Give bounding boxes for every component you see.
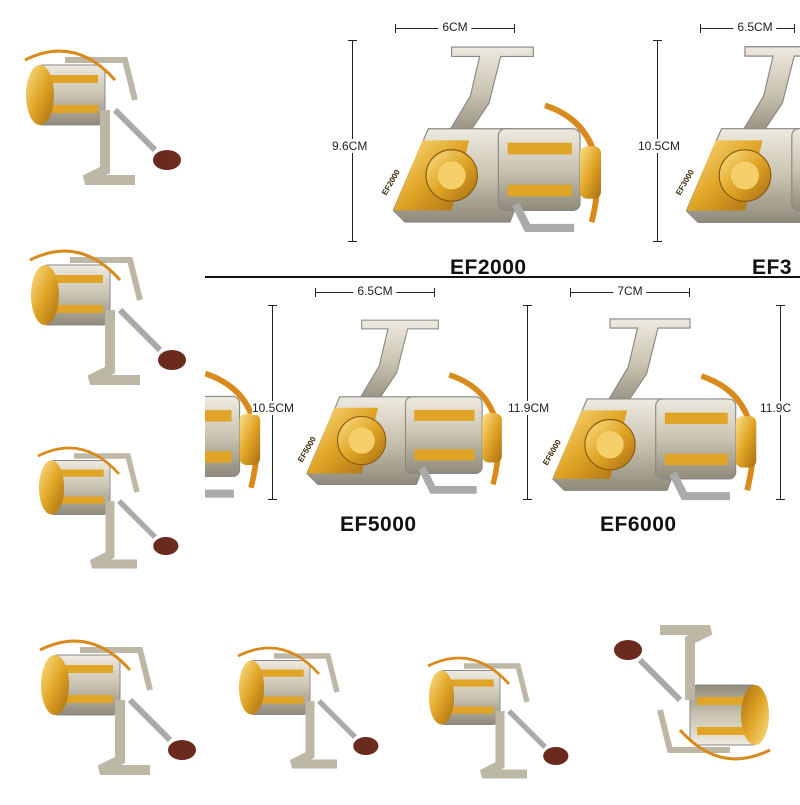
height-label: 11.9C — [760, 401, 792, 415]
width-dimension: 6.5CM — [700, 20, 795, 34]
height-label: 9.6CM — [332, 139, 368, 153]
width-label: 6CM — [438, 20, 472, 34]
reel-photo — [0, 600, 200, 800]
width-dimension: 6.5CM — [315, 284, 435, 298]
width-label: 7CM — [613, 284, 647, 298]
reel-photo — [0, 400, 200, 600]
size-chart: 6CM 9.6CM EF2000 EF2000 6.5CM 10.5CM EF3… — [205, 0, 800, 600]
reel-ef5000-image — [285, 305, 515, 505]
reel-photo — [200, 600, 400, 800]
reel-photo — [400, 600, 600, 800]
model-label: EF3 — [752, 256, 793, 279]
height-label: 10.5CM — [252, 401, 295, 415]
height-label: 11.9CM — [508, 401, 550, 415]
reel-ef2000-image — [370, 35, 615, 240]
height-label: 10.5CM — [638, 139, 681, 153]
width-label: 6.5CM — [733, 20, 777, 34]
reel-ef6000-image — [530, 305, 770, 510]
thumbnail-reel-4[interactable] — [0, 600, 200, 800]
thumbnail-reel-6[interactable] — [400, 600, 600, 800]
thumbnail-reel-1[interactable] — [0, 0, 200, 200]
width-dimension: 6CM — [395, 20, 515, 34]
thumbnail-reel-2[interactable] — [0, 200, 200, 400]
width-dimension: 7CM — [570, 284, 690, 298]
divider — [205, 276, 800, 278]
reel-photo — [0, 0, 200, 200]
model-label: EF5000 — [340, 513, 417, 536]
reel-photo — [600, 600, 800, 800]
thumbnail-reel-5[interactable] — [200, 600, 400, 800]
thumbnail-reel-3[interactable] — [0, 400, 200, 600]
reel-ef3000-image — [663, 35, 800, 240]
reel-photo — [0, 200, 200, 400]
model-label: EF6000 — [600, 513, 677, 536]
thumbnail-reel-7[interactable] — [600, 600, 800, 800]
model-label: EF2000 — [450, 256, 527, 279]
width-label: 6.5CM — [353, 284, 397, 298]
